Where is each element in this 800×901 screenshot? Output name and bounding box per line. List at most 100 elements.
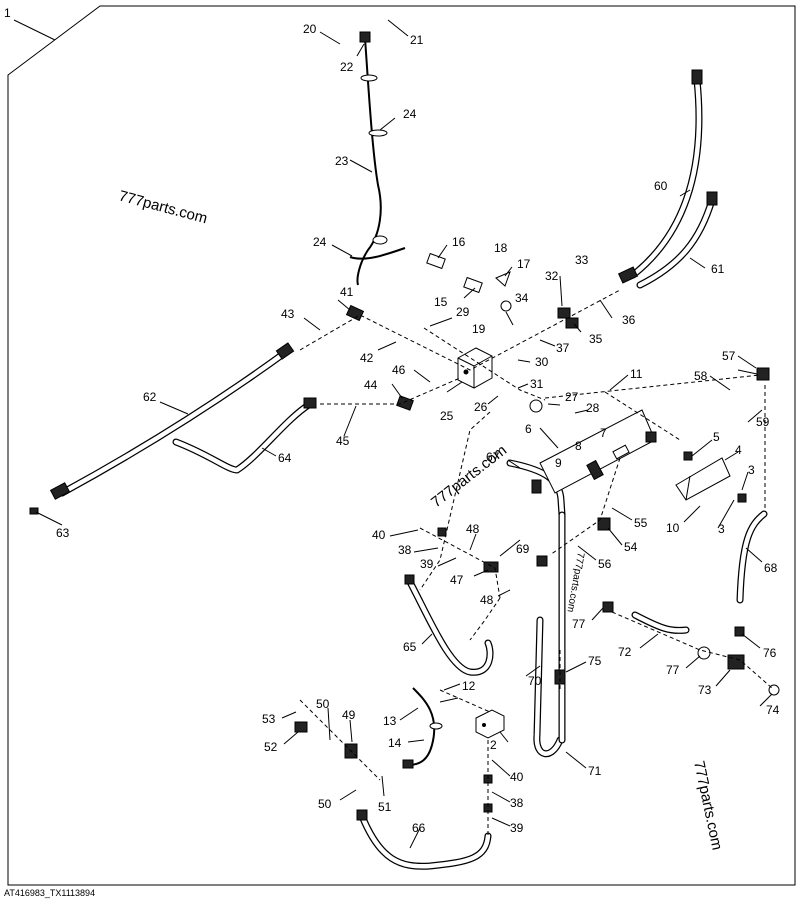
harness-13 — [402, 687, 443, 769]
callout: 51 — [378, 800, 392, 814]
callout: 26 — [474, 400, 488, 414]
callout: 40 — [372, 528, 386, 542]
callout: 52 — [264, 740, 278, 754]
fittings — [29, 252, 780, 813]
callout: 35 — [589, 332, 603, 346]
watermark-text: 777parts.com — [565, 551, 586, 613]
callout: 39 — [420, 557, 434, 571]
hose-66 — [356, 809, 492, 870]
callout: 68 — [764, 561, 778, 575]
bracket-6 — [539, 409, 657, 494]
callout: 70 — [528, 674, 542, 688]
callout: 40 — [510, 770, 524, 784]
callout: 15 — [434, 295, 448, 309]
callout: 33 — [575, 253, 589, 267]
callout: 34 — [515, 291, 529, 305]
bracket-4 — [675, 457, 731, 501]
callout: 49 — [342, 708, 356, 722]
callout: 31 — [530, 377, 544, 391]
callout: 72 — [618, 645, 632, 659]
callout: 23 — [335, 154, 349, 168]
callout: 13 — [383, 714, 397, 728]
callout: 18 — [494, 241, 508, 255]
callout: 76 — [763, 646, 777, 660]
callout: 1 — [4, 6, 11, 20]
callouts: 1 2 3 3 4 5 6 7 8 9 10 11 12 13 14 15 16… — [4, 6, 780, 835]
callout: 54 — [624, 540, 638, 554]
callout: 74 — [766, 703, 780, 717]
callout: 21 — [410, 33, 424, 47]
callout: 43 — [281, 307, 295, 321]
callout: 9 — [555, 456, 562, 470]
callout: 42 — [360, 351, 374, 365]
callout: 53 — [262, 712, 276, 726]
watermark-text: 777parts.com — [690, 759, 726, 851]
hose-61 — [617, 191, 718, 289]
callout: 17 — [517, 257, 531, 271]
callout: 7 — [600, 426, 607, 440]
watermark-text: 777parts.com — [117, 187, 209, 227]
callout: 22 — [340, 60, 354, 74]
callout: 4 — [735, 443, 742, 457]
harness-23 — [349, 31, 406, 286]
hose-64 — [172, 397, 317, 474]
callout: 37 — [556, 341, 570, 355]
callout: 41 — [340, 285, 354, 299]
callout: 19 — [472, 322, 486, 336]
callout: 36 — [622, 313, 636, 327]
callout: 61 — [711, 262, 725, 276]
callout: 64 — [278, 451, 292, 465]
footer-code: AT416983_TX1113894 — [4, 888, 95, 898]
callout: 45 — [336, 434, 350, 448]
hose-68 — [736, 510, 768, 604]
callout: 65 — [403, 640, 417, 654]
callout: 3 — [718, 522, 725, 536]
callout: 11 — [630, 367, 643, 381]
callout: 48 — [480, 593, 494, 607]
callout: 6 — [525, 422, 532, 436]
assembly-lines — [299, 289, 773, 836]
hose-65 — [404, 574, 494, 676]
callout: 32 — [545, 269, 559, 283]
callout: 63 — [56, 526, 70, 540]
hose-72 — [631, 611, 690, 634]
callout: 39 — [510, 821, 524, 835]
callout: 12 — [462, 679, 476, 693]
callout: 24 — [313, 235, 327, 249]
watermark-text: 777parts.com — [428, 442, 510, 511]
callout: 77 — [572, 617, 586, 631]
callout: 46 — [392, 363, 406, 377]
callout: 59 — [756, 415, 770, 429]
callout: 2 — [490, 738, 497, 752]
callout: 71 — [588, 764, 602, 778]
callout: 62 — [143, 390, 157, 404]
callout: 3 — [748, 463, 755, 477]
callout: 48 — [466, 522, 480, 536]
callout: 38 — [510, 796, 524, 810]
callout: 55 — [634, 516, 648, 530]
callout: 47 — [450, 573, 464, 587]
hose-71 — [533, 511, 566, 758]
callout: 58 — [694, 369, 708, 383]
callout: 5 — [713, 430, 720, 444]
valve-block-25 — [457, 347, 493, 389]
callout: 38 — [398, 543, 412, 557]
callout: 75 — [588, 654, 602, 668]
callout: 14 — [388, 736, 402, 750]
leader-lines — [35, 19, 773, 849]
callout: 27 — [565, 390, 579, 404]
callout: 60 — [654, 179, 668, 193]
callout: 69 — [516, 542, 530, 556]
hose-62 — [49, 342, 295, 500]
callout: 8 — [575, 439, 582, 453]
callout: 28 — [586, 401, 600, 415]
callout: 73 — [698, 683, 712, 697]
callout: 66 — [412, 821, 426, 835]
callout: 77 — [666, 663, 680, 677]
callout: 16 — [452, 235, 466, 249]
callout: 10 — [666, 521, 680, 535]
leader-1 — [13, 19, 56, 41]
callout: 24 — [403, 107, 417, 121]
callout: 57 — [722, 349, 736, 363]
